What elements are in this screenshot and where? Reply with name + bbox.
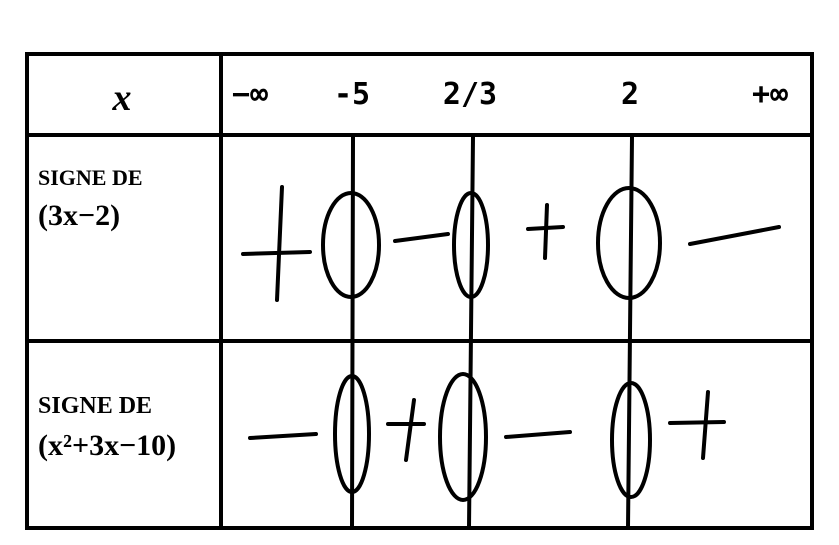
- value-minus-5: -5: [334, 77, 370, 112]
- row2-zero-2-3: [438, 372, 488, 502]
- row2-minus-sign: [248, 432, 318, 440]
- row1-zero-2-3: [452, 191, 490, 299]
- value-2-3: 2/3: [443, 77, 497, 112]
- row1-label-line2: (3x−2): [38, 199, 120, 232]
- row1-plus-sign: [241, 185, 312, 302]
- row2-zero-minus-5: [333, 374, 371, 494]
- row1-plus-sign: [526, 203, 565, 260]
- row1-minus-sign: [688, 225, 781, 246]
- row2-plus-sign: [668, 390, 726, 460]
- root-line-2-3: [467, 135, 475, 530]
- value-2: 2: [621, 77, 639, 112]
- row1-zero-minus-5: [321, 191, 381, 299]
- root-line-minus-5: [350, 135, 355, 530]
- table-border: [25, 52, 814, 530]
- variable-label: x: [112, 77, 132, 119]
- row2-label-line1: SIGNE DE: [38, 393, 152, 419]
- row2-zero-2: [610, 381, 652, 499]
- row1-minus-sign: [393, 232, 450, 243]
- row1-zero-2: [596, 186, 662, 300]
- row2-plus-sign: [386, 398, 426, 462]
- value-minus-infinity: −∞: [232, 77, 268, 112]
- row2-minus-sign: [504, 430, 572, 439]
- value-plus-infinity: +∞: [752, 77, 788, 112]
- root-line-2: [626, 135, 634, 530]
- row2-label-line2: (x²+3x−10): [38, 429, 176, 462]
- row1-label-line1: SIGNE DE: [38, 165, 143, 190]
